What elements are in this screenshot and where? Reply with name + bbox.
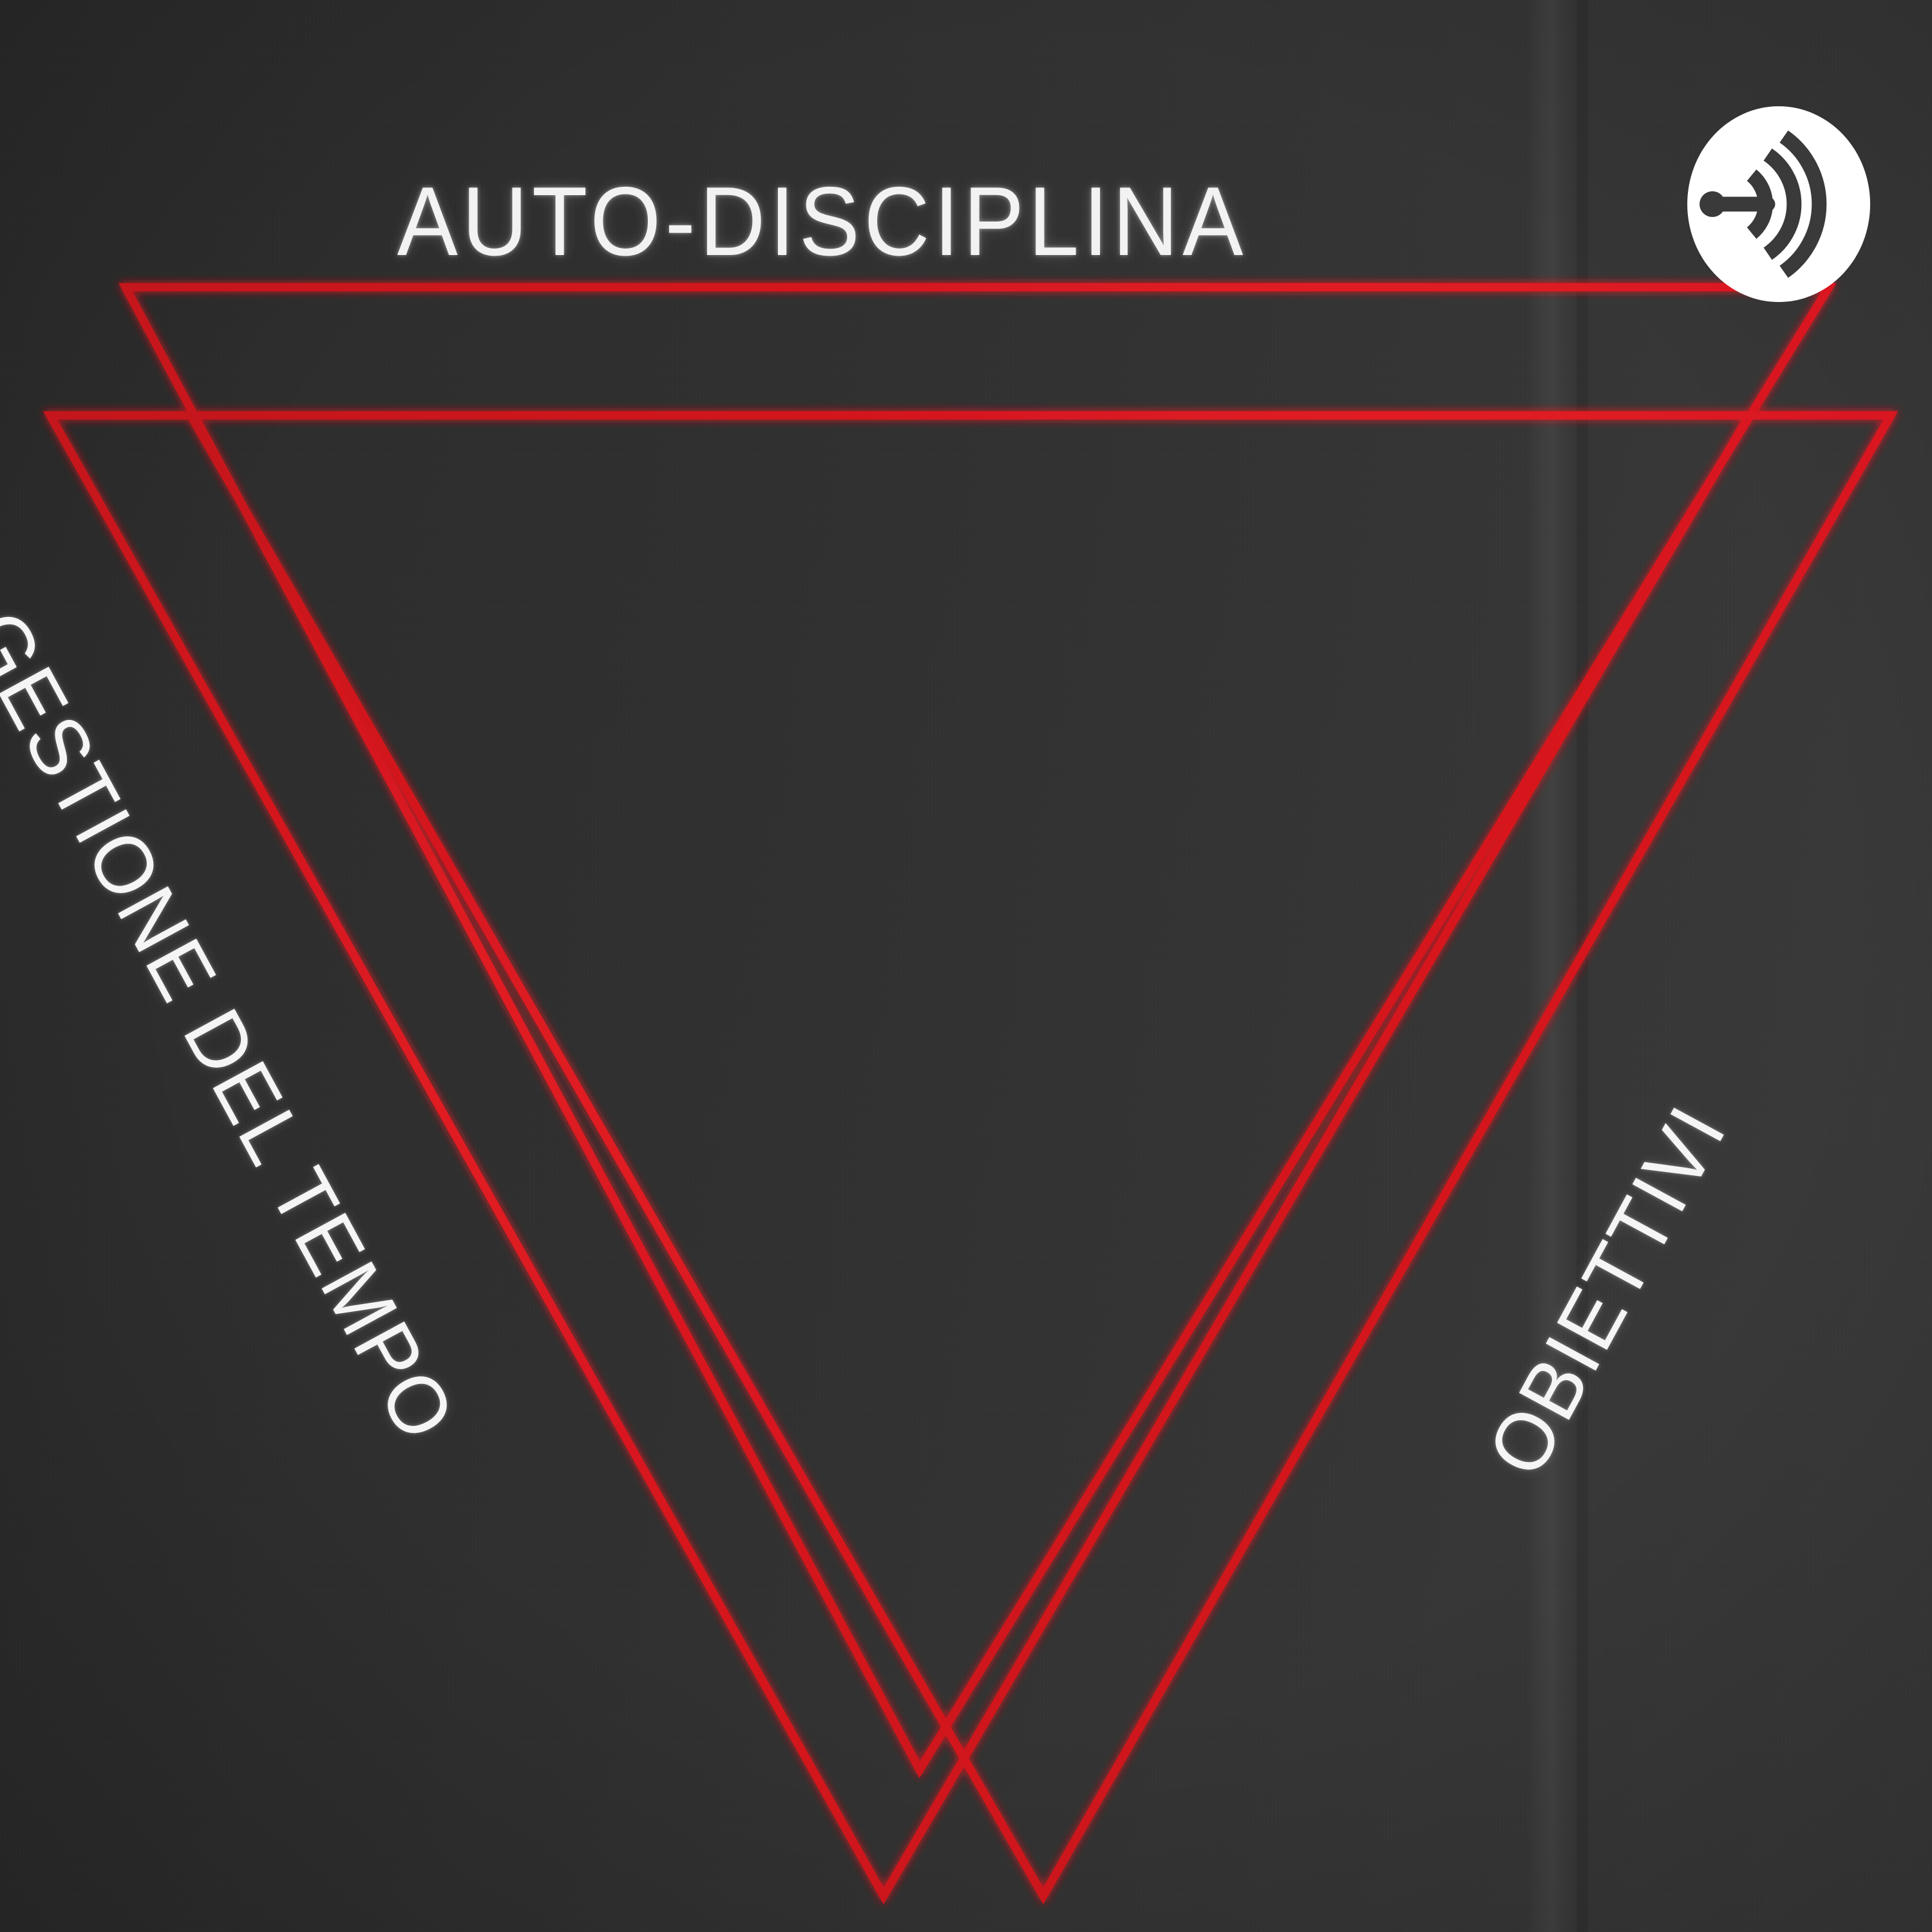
background-vertical-seam — [1526, 0, 1578, 1932]
anchor-podcast-broadcast-icon — [1687, 106, 1870, 302]
page-title: AUTO-DISCIPLINA — [397, 167, 1247, 276]
podcast-badge — [1685, 104, 1872, 304]
background-seam-shadow — [1577, 0, 1588, 1932]
triangle-large-right — [183, 411, 1899, 1905]
triangle-small-top — [118, 283, 1837, 1779]
